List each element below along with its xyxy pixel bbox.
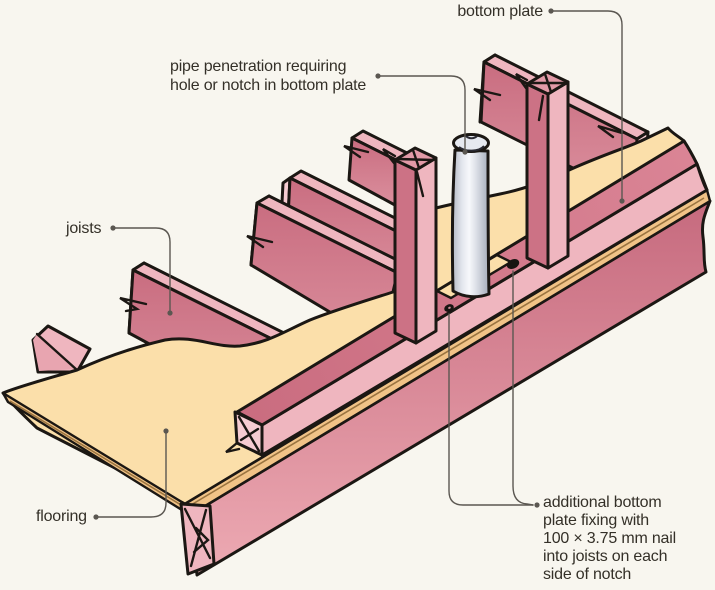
bottom-plate-end-grain (225, 410, 264, 457)
leader-lines (93, 8, 625, 520)
label-flooring: flooring (36, 508, 87, 525)
label-pipe-penetration: pipe penetration requiring hole or notch… (170, 58, 367, 94)
label-bottom-plate: bottom plate (457, 3, 543, 20)
nails (444, 259, 520, 312)
leader-nails (448, 270, 540, 508)
rim-joist-face (188, 199, 712, 577)
stud-left (382, 146, 438, 345)
nail (506, 259, 520, 269)
label-nail-note: additional bottom plate fixing with 100 … (543, 494, 676, 583)
leader-flooring (93, 428, 169, 520)
leader-pipe (375, 73, 468, 155)
leader-joists (110, 225, 173, 316)
label-joists: joists (66, 220, 102, 237)
nail (444, 304, 454, 312)
joist-end-grain (179, 502, 216, 576)
pipe (450, 133, 491, 299)
joist-stub (31, 324, 92, 374)
leader-bottom-plate (548, 8, 625, 204)
stud-right (515, 70, 570, 270)
